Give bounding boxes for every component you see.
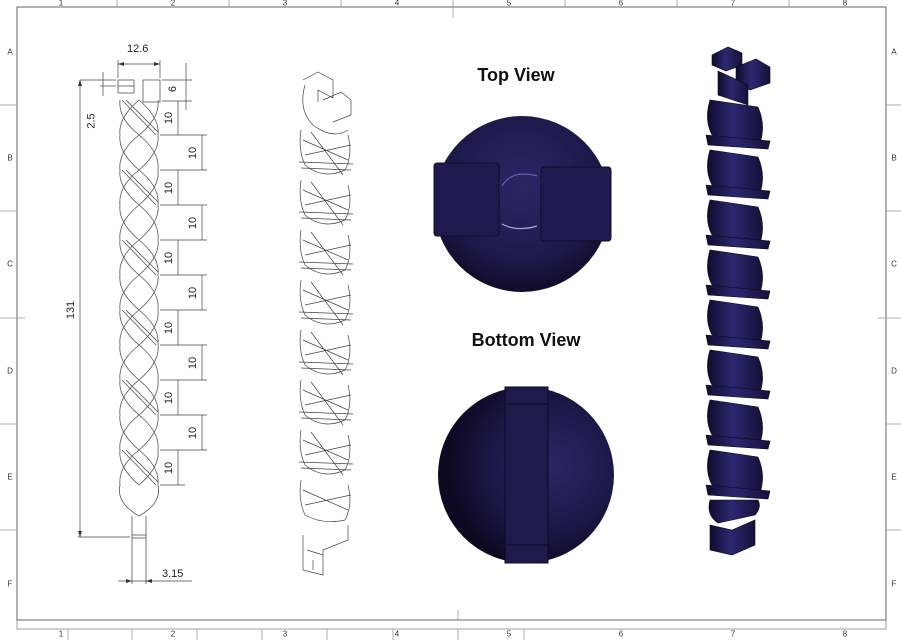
- column-label: 3: [282, 0, 288, 8]
- dim-tab-height: 6: [167, 85, 180, 93]
- column-label: 6: [618, 629, 624, 639]
- column-label: 4: [394, 629, 400, 639]
- column-label: 8: [842, 629, 848, 639]
- dim-overall-length: 131: [65, 300, 78, 320]
- dim-pitch: 10: [163, 391, 176, 405]
- row-label: B: [7, 153, 13, 163]
- dimension-lines: [78, 60, 207, 582]
- row-label: A: [7, 47, 13, 57]
- shaded-isometric-render: [705, 46, 771, 556]
- row-label: C: [891, 259, 897, 269]
- dimension-arrows: [78, 62, 160, 583]
- top-view-render: [433, 116, 612, 292]
- column-label: 2: [170, 629, 176, 639]
- dim-pitch: 10: [163, 461, 176, 475]
- row-label: D: [7, 366, 13, 376]
- dim-pitch: 10: [187, 146, 200, 160]
- dim-pitch: 10: [163, 251, 176, 265]
- row-label: C: [7, 259, 13, 269]
- column-label: 8: [842, 0, 848, 8]
- column-label: 3: [282, 629, 288, 639]
- row-label: F: [891, 579, 897, 589]
- column-label: 6: [618, 0, 624, 8]
- bottom-view-title: Bottom View: [471, 330, 581, 350]
- column-label: 4: [394, 0, 400, 8]
- dim-shaft-diameter: 3.15: [162, 568, 184, 580]
- column-label: 1: [58, 629, 64, 639]
- isometric-wireframe-view: [298, 71, 354, 576]
- column-label: 2: [170, 0, 176, 8]
- dim-width-top: 12.6: [127, 43, 149, 55]
- top-view-title: Top View: [477, 65, 555, 85]
- dim-pitch: 10: [187, 286, 200, 300]
- dim-pitch: 10: [163, 111, 176, 125]
- row-label: D: [891, 366, 897, 376]
- column-label: 1: [58, 0, 64, 8]
- dim-pitch: 10: [163, 321, 176, 335]
- column-label: 7: [730, 629, 736, 639]
- column-label: 5: [506, 629, 512, 639]
- row-label: A: [891, 47, 897, 57]
- row-label: E: [891, 472, 897, 482]
- row-label: E: [7, 472, 13, 482]
- row-label: B: [891, 153, 897, 163]
- dim-pitch: 10: [187, 356, 200, 370]
- side-view-drawing: [117, 79, 161, 584]
- dim-offset: 2.5: [85, 113, 98, 129]
- dim-pitch: 10: [163, 181, 176, 195]
- dim-pitch: 10: [187, 426, 200, 440]
- bottom-view-render: [438, 386, 614, 564]
- column-label: 7: [730, 0, 736, 8]
- row-label: F: [7, 579, 13, 589]
- column-label: 5: [506, 0, 512, 8]
- dim-pitch: 10: [187, 216, 200, 230]
